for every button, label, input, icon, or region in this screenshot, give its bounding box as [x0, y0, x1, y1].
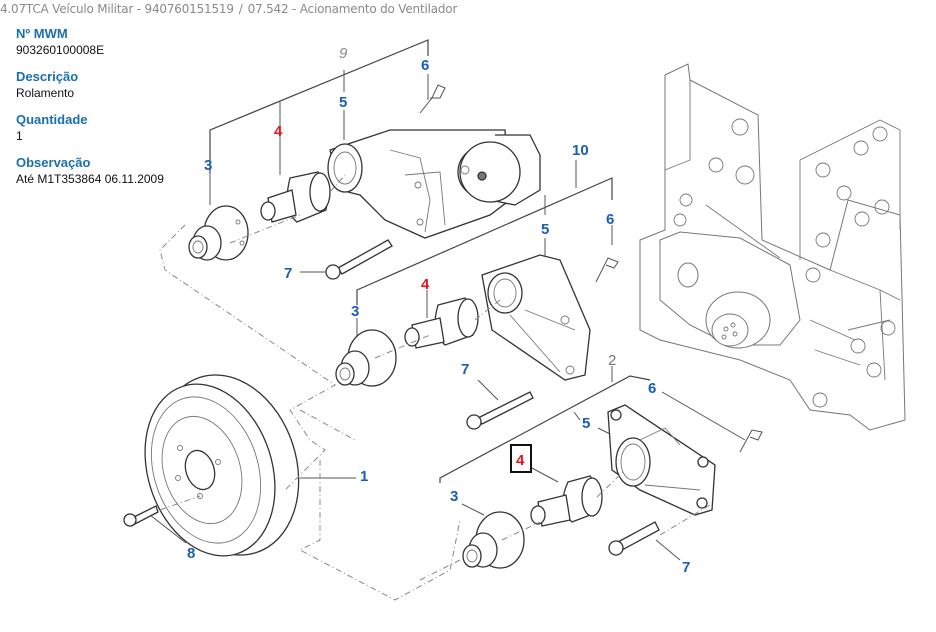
- part-number-value: 903260100008E: [16, 43, 105, 57]
- field-observation: Observação Até M1T353864 06.11.2009: [16, 154, 216, 188]
- callout-4-upper[interactable]: 4: [274, 123, 283, 140]
- quantity-label: Quantidade: [16, 112, 88, 127]
- callout-3-middle[interactable]: 3: [351, 303, 359, 320]
- bracket-part-5-lower: [607, 404, 716, 516]
- flange-part-3-lower: [462, 511, 525, 569]
- bearing-part-4-selected[interactable]: [530, 475, 603, 527]
- field-description: Descrição Rolamento: [16, 68, 216, 102]
- callout-3-upper[interactable]: 3: [204, 157, 212, 174]
- bracket-part-5-middle: [481, 254, 591, 381]
- description-value: Rolamento: [16, 86, 75, 100]
- part-number-label: Nº MWM: [16, 26, 68, 41]
- callout-labels: 9 5 6 4 3 7 10 5 6 4 3 7 2 6 5 4 3 7 1 8: [187, 45, 690, 576]
- part-info-panel: Nº MWM 903260100008E Descrição Rolamento…: [16, 25, 216, 197]
- breadcrumb-model[interactable]: 4.07TCA Veículo Militar - 940760151519: [0, 2, 234, 16]
- field-quantity: Quantidade 1: [16, 111, 216, 145]
- field-part-number: Nº MWM 903260100008E: [16, 25, 216, 59]
- callout-8[interactable]: 8: [187, 545, 195, 562]
- callout-group-2[interactable]: 2: [608, 352, 616, 369]
- flange-part-3-upper: [188, 205, 249, 261]
- callout-group-10[interactable]: 10: [572, 142, 589, 159]
- bearing-part-4-upper: [260, 171, 331, 223]
- callout-1[interactable]: 1: [360, 468, 368, 485]
- bolt-part-7-middle: [466, 379, 534, 430]
- assembly-lower: [419, 366, 763, 581]
- callout-6-lower[interactable]: 6: [648, 380, 656, 397]
- breadcrumb-section: 07.542 - Acionamento do Ventilador: [247, 2, 458, 16]
- bolt-part-7-upper: [300, 239, 393, 280]
- assembly-upper: [188, 39, 541, 280]
- description-label: Descrição: [16, 69, 79, 84]
- callout-5-lower[interactable]: 5: [582, 415, 590, 432]
- callout-3-lower[interactable]: 3: [450, 488, 458, 505]
- flange-part-3-middle: [335, 329, 397, 387]
- selected-item-highlight: [510, 444, 532, 473]
- callout-6-upper[interactable]: 6: [421, 57, 429, 74]
- callout-4-middle[interactable]: 4: [421, 276, 430, 293]
- callout-5-upper[interactable]: 5: [339, 94, 347, 111]
- engine-block: [639, 63, 906, 431]
- callout-7-middle[interactable]: 7: [461, 361, 469, 378]
- observation-value: Até M1T353864 06.11.2009: [16, 172, 164, 186]
- bolt-part-7-lower: [608, 521, 660, 556]
- observation-label: Observação: [16, 155, 91, 170]
- callout-6-middle[interactable]: 6: [606, 211, 614, 228]
- bracket-part-5-upper: [327, 129, 541, 239]
- breadcrumb: 4.07TCA Veículo Militar - 940760151519 / 0…: [0, 2, 457, 16]
- callout-group-9[interactable]: 9: [339, 45, 348, 62]
- callout-7-lower[interactable]: 7: [682, 559, 690, 576]
- quantity-value: 1: [16, 129, 23, 143]
- callout-4-selected[interactable]: 4: [516, 452, 525, 469]
- assembly-middle: [335, 160, 619, 430]
- pulley-part-1: [123, 224, 461, 601]
- callout-7-upper[interactable]: 7: [284, 265, 292, 282]
- callout-5-middle[interactable]: 5: [541, 221, 549, 238]
- breadcrumb-separator: /: [238, 2, 243, 16]
